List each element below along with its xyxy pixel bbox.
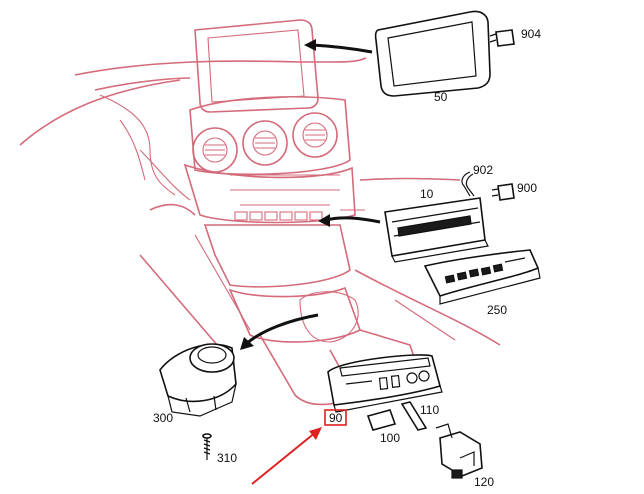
- highlighted-callout: 90: [251, 409, 347, 485]
- callout-10: 10: [420, 187, 434, 201]
- part-904-connector: [489, 29, 515, 47]
- arrow-display: [311, 43, 373, 54]
- arrowhead-control-unit: [318, 214, 330, 227]
- air-vents: [192, 112, 338, 173]
- arrowhead-controller: [240, 337, 254, 350]
- part-902-cable: [461, 171, 475, 197]
- callout-120: 120: [474, 475, 494, 489]
- callout-310: 310: [217, 451, 237, 465]
- part-110-strip: [400, 401, 428, 431]
- callout-90: 90: [329, 411, 343, 425]
- vent-center: [242, 120, 288, 166]
- part-300-controller: [159, 343, 237, 417]
- highlight-arrowhead: [309, 427, 322, 440]
- highlight-box: [324, 409, 347, 426]
- callout-902: 902: [473, 163, 493, 177]
- part-100-card: [366, 409, 397, 431]
- part-10-control-unit: [384, 197, 489, 263]
- dashboard-display-outline: [194, 19, 319, 113]
- callout-110: 110: [420, 403, 439, 417]
- arrow-control-unit: [325, 216, 381, 224]
- assembly-arrows: [240, 39, 381, 350]
- callout-900: 900: [517, 181, 537, 195]
- highlight-arrow-line: [251, 431, 317, 485]
- callouts: 904 50 902 900 10 250 300 110 100 310 12…: [153, 27, 541, 489]
- part-310-screw: [202, 433, 212, 460]
- arrowhead-display: [304, 39, 316, 51]
- part-50-display: [374, 10, 491, 97]
- vent-right: [292, 112, 338, 158]
- arrow-controller: [245, 313, 319, 346]
- callout-50: 50: [434, 90, 448, 104]
- callout-250: 250: [487, 303, 507, 317]
- dashboard-outline: [19, 57, 501, 361]
- part-120-bracket: [435, 423, 483, 479]
- console-buttons: [234, 211, 323, 221]
- part-250-control-panel: [423, 249, 541, 305]
- vent-left: [192, 127, 238, 173]
- part-900-connector: [491, 183, 515, 201]
- part-90-switch-panel: [327, 354, 443, 413]
- callout-300: 300: [153, 411, 173, 425]
- callout-904: 904: [521, 27, 541, 41]
- callout-100: 100: [380, 431, 400, 445]
